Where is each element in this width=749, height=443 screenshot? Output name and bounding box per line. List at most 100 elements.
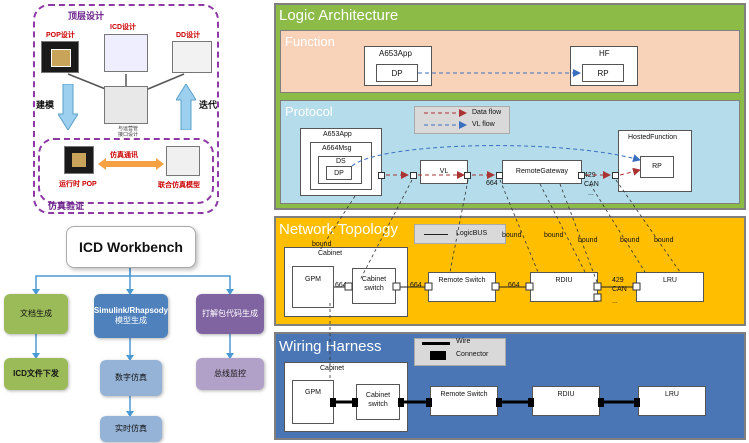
protocol-title: Protocol	[285, 104, 333, 119]
function-title: Function	[285, 34, 335, 49]
wh-remote-switch-box: Remote Switch	[430, 386, 498, 416]
node-model-gen[interactable]: Simulink/Rhapsody 模型生成	[94, 294, 168, 338]
nt-cabinet-label: Cabinet	[318, 250, 343, 257]
wiring-legend-wire	[422, 342, 450, 345]
node-icd-download[interactable]: ICD文件下发	[4, 358, 68, 390]
run-pop-thumbnail	[64, 146, 94, 174]
pr-dp-label: DP	[334, 170, 344, 177]
pop-label: POP设计	[46, 32, 75, 39]
fn-hf-label: HF	[599, 49, 610, 58]
pr-port-4	[496, 172, 503, 179]
fn-dp-label: DP	[391, 69, 403, 78]
nt-label-can: CAN	[612, 286, 627, 293]
icd-thumbnail	[104, 34, 148, 72]
network-legend-label: LogicBUS	[456, 230, 488, 237]
nt-cabinet-switch-label-1: Cabinet	[361, 276, 387, 283]
fn-rp-box: RP	[582, 64, 624, 82]
node-digital-sim[interactable]: 数字仿真	[100, 360, 162, 396]
workbench-connectors	[32, 268, 234, 417]
dd-thumbnail	[172, 41, 212, 73]
logic-architecture-title: Logic Architecture	[279, 7, 399, 24]
wh-gpm-label: GPM	[305, 389, 321, 396]
nt-label-429: 429	[612, 277, 624, 284]
node-icd-download-label: ICD文件下发	[13, 369, 59, 379]
fn-a653app-label: A653App	[379, 49, 412, 58]
wiring-legend-connector	[430, 351, 446, 360]
icd-label: ICD设计	[110, 24, 137, 31]
pr-a664msg-label: A664Msg	[322, 145, 352, 152]
pr-a653app-label: A653App	[323, 131, 352, 138]
pr-vl-box: VL	[420, 160, 468, 184]
wiring-legend	[414, 338, 506, 366]
model-arrow-down	[58, 84, 78, 130]
pr-dp-box: DP	[326, 166, 352, 180]
wiring-harness-title: Wiring Harness	[279, 338, 382, 355]
bound-label-4: bound	[578, 237, 598, 244]
pr-label-ellipsis: ...	[588, 190, 594, 197]
wh-lru-box: LRU	[638, 386, 706, 416]
node-digital-sim-label: 数字仿真	[115, 373, 147, 383]
pr-remote-gateway-label: RemoteGateway	[515, 168, 569, 175]
cosim-label: 仿真通讯	[110, 152, 138, 159]
iterate-label: 迭代	[199, 100, 218, 110]
nt-label-664-b: 664	[410, 282, 422, 289]
center-model-thumbnail	[104, 86, 148, 124]
network-legend-line	[424, 234, 448, 235]
model-label: 建模	[36, 100, 55, 110]
pr-port-1	[378, 172, 385, 179]
run-pop-label: 运行时 POP	[59, 181, 97, 188]
node-realtime-sim[interactable]: 实时仿真	[100, 416, 162, 442]
wh-lru-label: LRU	[664, 391, 679, 398]
bound-label-2: bound	[502, 232, 522, 239]
node-packet-gen-label: 打解包代码生成	[202, 309, 258, 319]
wh-cabinet-switch-box: Cabinet switch	[356, 384, 400, 420]
node-model-gen-label-1: Simulink/Rhapsody	[93, 306, 169, 316]
nt-rdiu-label: RDIU	[555, 277, 573, 284]
nt-lru-label: LRU	[662, 277, 677, 284]
pr-port-3	[464, 172, 471, 179]
pr-vl-label: VL	[439, 168, 449, 175]
verify-group-title: 仿真验证	[48, 201, 85, 211]
function-panel	[280, 30, 740, 93]
bound-label-6: bound	[654, 237, 674, 244]
center-caption-1: 与运营管	[118, 126, 139, 132]
pr-rp-label: RP	[652, 163, 662, 170]
node-bus-monitor[interactable]: 总线监控	[196, 358, 264, 390]
wh-cabinet-switch-label-1: Cabinet	[365, 392, 391, 399]
verify-group	[38, 138, 214, 204]
workbench-title: ICD Workbench	[79, 239, 183, 255]
wh-remote-switch-label: Remote Switch	[440, 391, 488, 398]
wiring-legend-connector-label: Connector	[456, 351, 489, 358]
pr-port-6	[612, 172, 619, 179]
legend-data-flow: Data flow	[472, 109, 502, 116]
nt-remote-switch-box: Remote Switch	[428, 272, 496, 302]
nt-label-ellipsis: ...	[612, 298, 618, 305]
node-doc-gen[interactable]: 文档生成	[4, 294, 68, 334]
iterate-arrow-up	[176, 84, 196, 130]
pop-thumbnail	[41, 41, 79, 73]
pr-remote-gateway-box: RemoteGateway	[502, 160, 582, 184]
fn-rp-label: RP	[597, 69, 609, 78]
pr-label-664: 664	[486, 180, 498, 187]
cosim-arrow	[98, 158, 164, 170]
pr-label-can: CAN	[584, 181, 599, 188]
node-model-gen-label-2: 模型生成	[115, 316, 147, 325]
nt-cabinet-switch-label-2: switch	[364, 285, 384, 293]
nt-lru-box: LRU	[636, 272, 704, 302]
pr-hosted-function-label: HostedFunction	[628, 134, 678, 141]
cosim-model-label: 联合仿真模型	[158, 182, 200, 189]
fn-dp-box: DP	[376, 64, 418, 82]
node-bus-monitor-label: 总线监控	[214, 369, 246, 379]
wiring-legend-wire-label: Wire	[456, 338, 471, 345]
node-doc-gen-label: 文档生成	[20, 309, 52, 319]
nt-remote-switch-label: Remote Switch	[438, 277, 486, 284]
pr-port-2	[410, 172, 417, 179]
node-packet-gen[interactable]: 打解包代码生成	[196, 294, 264, 334]
wh-rdiu-box: RDIU	[532, 386, 600, 416]
top-design-title: 顶层设计	[68, 11, 105, 21]
top-design-group	[33, 4, 219, 214]
wh-rdiu-label: RDIU	[557, 391, 575, 398]
center-caption-2: 接口设计	[118, 132, 139, 138]
workbench-title-box: ICD Workbench	[66, 226, 196, 268]
nt-gpm-box: GPM	[292, 266, 334, 308]
